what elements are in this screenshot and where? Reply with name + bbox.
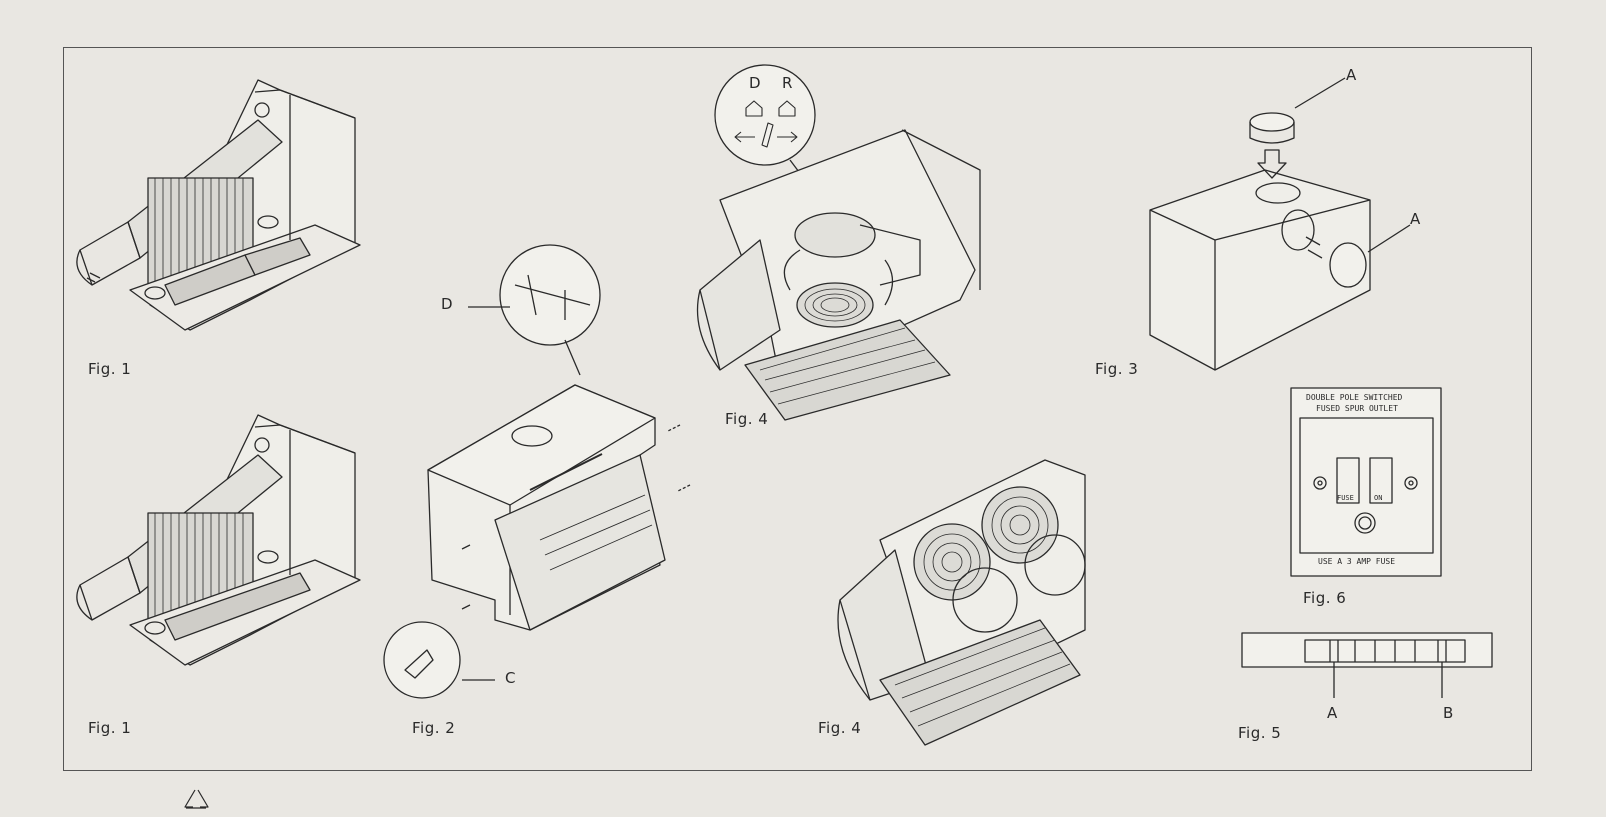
fig3-label: Fig. 3 [1095,360,1138,378]
callout-a-fig3-top: A [1346,66,1357,84]
callout-a-fig5: A [1327,704,1338,722]
fig6-label: Fig. 6 [1303,589,1346,607]
recycle-icon [185,790,208,808]
fig2-hood [384,245,690,698]
outlet-fuse-note: USE A 3 AMP FUSE [1318,557,1395,566]
fig1-top-label: Fig. 1 [88,360,131,378]
fig3-box [1150,78,1410,370]
fig4-top-hood [698,65,981,420]
fig5-label: Fig. 5 [1238,724,1281,742]
callout-a-fig3-side: A [1410,210,1421,228]
callout-d-fig4: D [749,74,761,92]
fig1-bottom-hood [77,415,360,665]
fig5-light-bar [1242,633,1492,698]
outlet-on-label: ON [1374,494,1382,502]
callout-c-fig2: C [505,669,516,687]
fig1-top-hood [77,80,360,330]
fig4-bottom-label: Fig. 4 [818,719,861,737]
fig4-top-label: Fig. 4 [725,410,768,428]
callout-b-fig5: B [1443,704,1454,722]
outlet-line1: DOUBLE POLE SWITCHED [1306,393,1402,402]
fig4-bottom-hood [838,460,1085,745]
fig2-label: Fig. 2 [412,719,455,737]
fig6-outlet [1291,388,1441,576]
fig1-bottom-label: Fig. 1 [88,719,131,737]
callout-d-fig2: D [441,295,453,313]
outlet-fuse-label: FUSE [1337,494,1354,502]
outlet-line2: FUSED SPUR OUTLET [1316,404,1398,413]
callout-r-fig4: R [782,74,793,92]
